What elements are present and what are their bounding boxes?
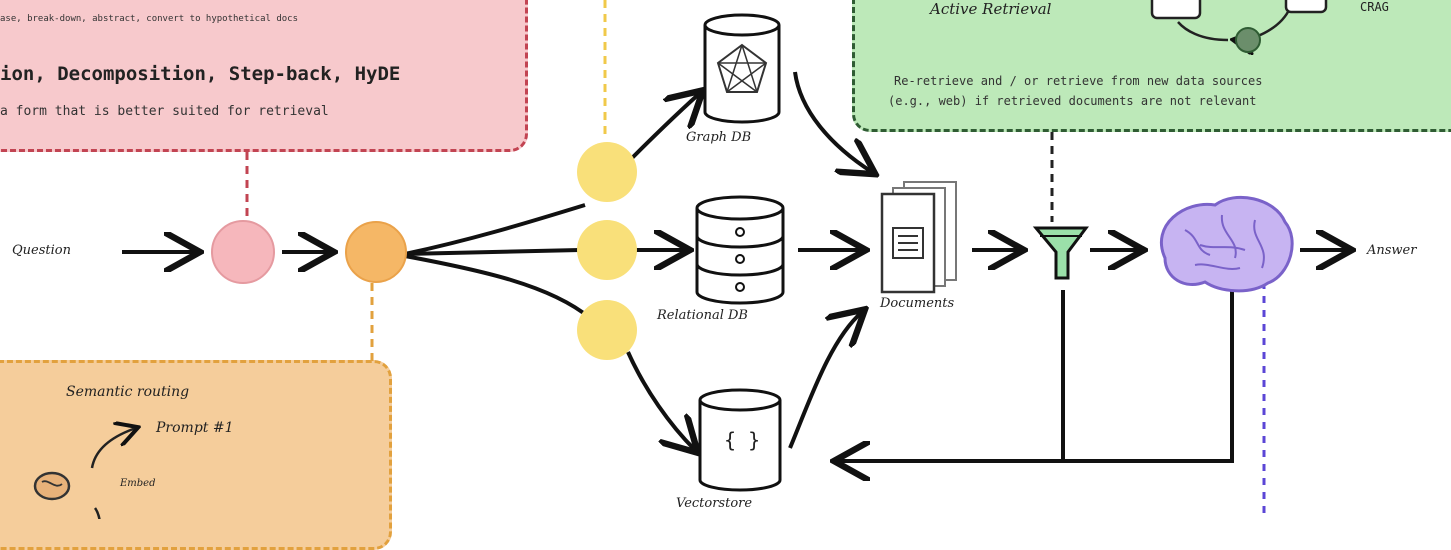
query-translation-description: a form that is better suited for retriev…	[0, 104, 329, 119]
query-translation-node	[211, 220, 275, 284]
routing-node	[345, 221, 407, 283]
active-retrieval-desc-line2: (e.g., web) if retrieved documents are n…	[888, 94, 1257, 108]
vectorstore-icon	[698, 388, 782, 492]
routing-prompt-arrow	[90, 428, 136, 469]
relational-db-icon	[695, 195, 785, 305]
arrow-vector-docs	[788, 312, 862, 449]
vector-query-node	[577, 300, 637, 360]
routing-title: Semantic routing	[66, 384, 190, 400]
documents-icon	[880, 181, 957, 294]
routing-brain-icon	[33, 471, 71, 501]
active-retrieval-box	[852, 0, 1451, 132]
relational-db-label: Relational DB	[657, 308, 748, 323]
vectorstore-label: Vectorstore	[676, 496, 753, 511]
routing-embed-label: Embed	[120, 478, 156, 489]
query-translation-methods: ase, break-down, abstract, convert to hy…	[0, 14, 299, 24]
branch-mid	[404, 248, 581, 256]
active-retrieval-title: Active Retrieval	[930, 0, 1052, 18]
answer-label: Answer	[1367, 243, 1417, 258]
crag-arrow-icon	[1177, 0, 1328, 52]
arrow-graph-docs	[793, 71, 872, 172]
branch-top	[404, 203, 586, 256]
branch-bottom	[404, 254, 592, 320]
documents-label: Documents	[880, 296, 955, 311]
relational-query-node	[577, 220, 637, 280]
graph-db-label: Graph DB	[686, 130, 752, 145]
routing-down-arrow	[93, 507, 101, 519]
active-retrieval-desc-line1: Re-retrieve and / or retrieve from new d…	[894, 74, 1263, 88]
feedback-loop	[838, 285, 1234, 461]
question-label: Question	[12, 243, 71, 258]
arrow-to-graph	[628, 93, 700, 162]
graph-db-icon	[703, 13, 781, 124]
rag-flow-diagram	[33, 0, 1451, 519]
vector-symbol: { }	[724, 428, 761, 452]
arrow-to-vector	[626, 351, 695, 450]
query-translation-box	[0, 0, 528, 152]
crag-label: CRAG	[1360, 0, 1389, 14]
routing-prompt-label: Prompt #1	[156, 420, 234, 436]
graph-query-node	[577, 142, 637, 202]
filter-funnel-icon	[1032, 226, 1089, 280]
query-translation-techniques: ion, Decomposition, Step-back, HyDE	[0, 63, 401, 85]
crag-doc-icon	[1150, 0, 1202, 20]
llm-brain-icon	[1159, 196, 1294, 293]
